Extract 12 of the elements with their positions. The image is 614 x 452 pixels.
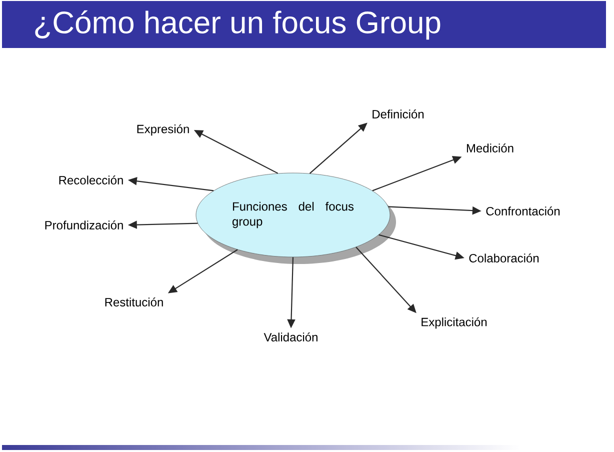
function-label: Definición [372,110,424,118]
function-label: Restitución [105,298,163,306]
function-label: Expresión [137,124,189,136]
ellipse-node: Funciones del focus group [196,172,396,264]
function-label: Recolección [59,176,123,184]
title-bar: ¿Cómo hacer un focus Group [2,1,606,48]
function-label: Confrontación [486,206,560,216]
function-label: Colaboración [469,254,539,262]
function-label: Validación [264,332,318,342]
function-label: Profundización [45,220,123,230]
function-label: Explicitación [422,317,487,329]
function-label: Medición [466,144,514,152]
